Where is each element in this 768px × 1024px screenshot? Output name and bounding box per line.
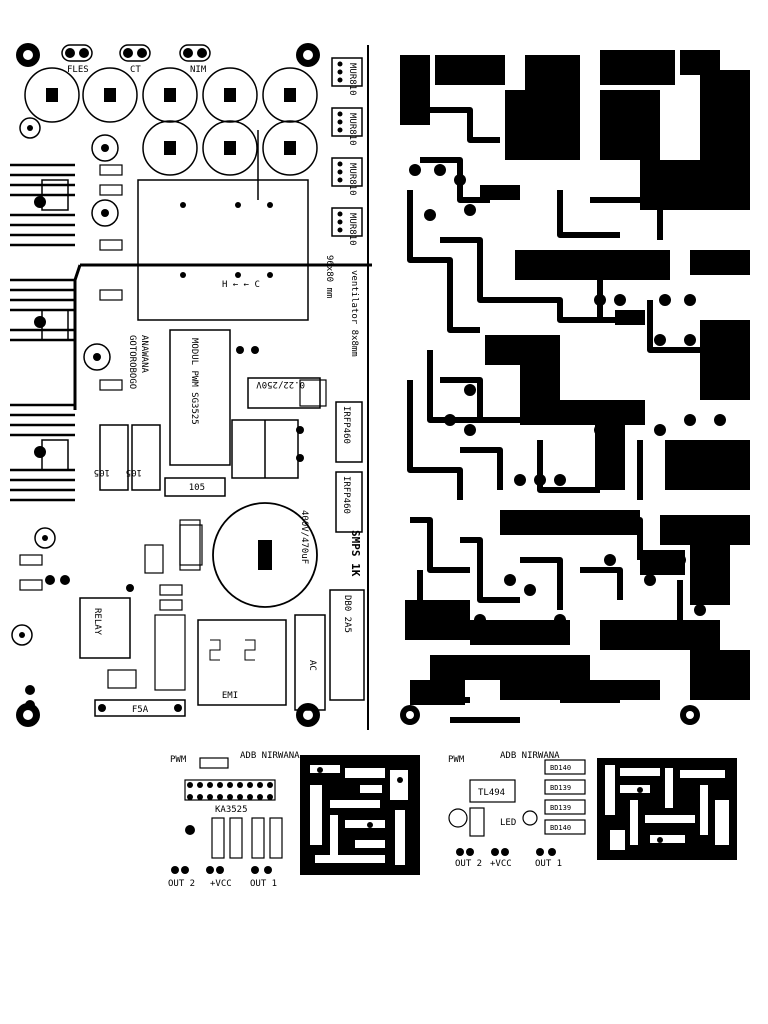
diode-label: MUR810 [347, 213, 357, 246]
terminal-label-ct: CT [130, 65, 141, 75]
film-capacitor: 105 [126, 424, 161, 491]
pin-label: OUT 1 [535, 859, 562, 869]
svg-text:EMI: EMI [222, 691, 238, 701]
pwm-label: PWM [448, 755, 465, 765]
svg-text:IRFP460: IRFP460 [341, 406, 351, 444]
ic-label: TL494 [478, 788, 505, 798]
pin-label: OUT 2 [168, 879, 195, 889]
film-capacitor: 105 [94, 424, 129, 491]
transformer-pin-label: H ← ← C [222, 280, 260, 290]
board-title: SMPS 1K [349, 530, 362, 577]
mosfet: IRFP460 [335, 471, 363, 533]
mounting-hole [16, 43, 40, 67]
snubber-capacitor [247, 377, 321, 409]
transistor-label: BD140 [550, 764, 571, 772]
diode-row [331, 57, 363, 237]
svg-text:RELAY: RELAY [92, 608, 102, 636]
bridge-rectifier: DB0 2A5 [329, 589, 365, 701]
brand-label: ADB NIRWANA [500, 751, 560, 761]
diode-label: MUR810 [347, 63, 357, 96]
terminal-label-fles: FLES [67, 65, 89, 75]
brand-label: ADB NIRWANA [240, 751, 300, 761]
output-capacitor-bank [24, 67, 318, 176]
transistor-label: BD139 [550, 804, 571, 812]
output-terminals [61, 44, 211, 62]
pwm-module-footprint [169, 329, 231, 466]
bulk-capacitor: 400V/470uF [212, 502, 318, 608]
ventilator-note: ventilator 8x8mm [349, 270, 359, 357]
transformer-footprint [137, 179, 309, 321]
svg-text:105: 105 [94, 467, 110, 477]
mosfet: IRFP460 [335, 401, 363, 463]
svg-text:AC: AC [307, 660, 317, 671]
brand-sub-label: GOTOROBOGO [127, 335, 137, 389]
transformer-note: 96x80 mm [324, 255, 334, 298]
heatsink [10, 278, 75, 342]
brand-label: ANAWANA [139, 335, 149, 374]
svg-text:F5A: F5A [132, 705, 149, 715]
led-label: LED [500, 818, 516, 828]
pwm-label: PWM [170, 755, 187, 765]
pin-label: +VCC [210, 879, 232, 889]
emi-filter: EMI [197, 619, 287, 706]
fuse-holder: F5A [94, 699, 186, 717]
snubber-cap-label: 0.22/250V [256, 379, 305, 389]
transistor-label: BD140 [550, 824, 571, 832]
svg-text:105: 105 [126, 467, 142, 477]
bulk-capacitor-label: 400V/470uF [299, 510, 309, 564]
svg-text:105: 105 [189, 483, 205, 493]
ic-label: KA3525 [215, 805, 248, 815]
transistor-label: BD139 [550, 784, 571, 792]
svg-text:DB0 2A5: DB0 2A5 [342, 595, 352, 633]
film-capacitor: 105 [164, 477, 226, 497]
diode-label: MUR810 [347, 163, 357, 196]
pin-label: OUT 2 [455, 859, 482, 869]
relay: RELAY [79, 597, 131, 659]
mounting-hole [16, 703, 40, 727]
diode-label: MUR810 [347, 113, 357, 146]
ac-input-block: AC [294, 614, 326, 711]
svg-text:IRFP460: IRFP460 [341, 476, 351, 514]
pin-label: OUT 1 [250, 879, 277, 889]
terminal-label-nim: NIM [190, 65, 207, 75]
mounting-hole [296, 703, 320, 727]
mounting-hole [296, 43, 320, 67]
pin-label: +VCC [490, 859, 512, 869]
pwm-module-label: MODUL PWM SG3525 [189, 338, 199, 425]
